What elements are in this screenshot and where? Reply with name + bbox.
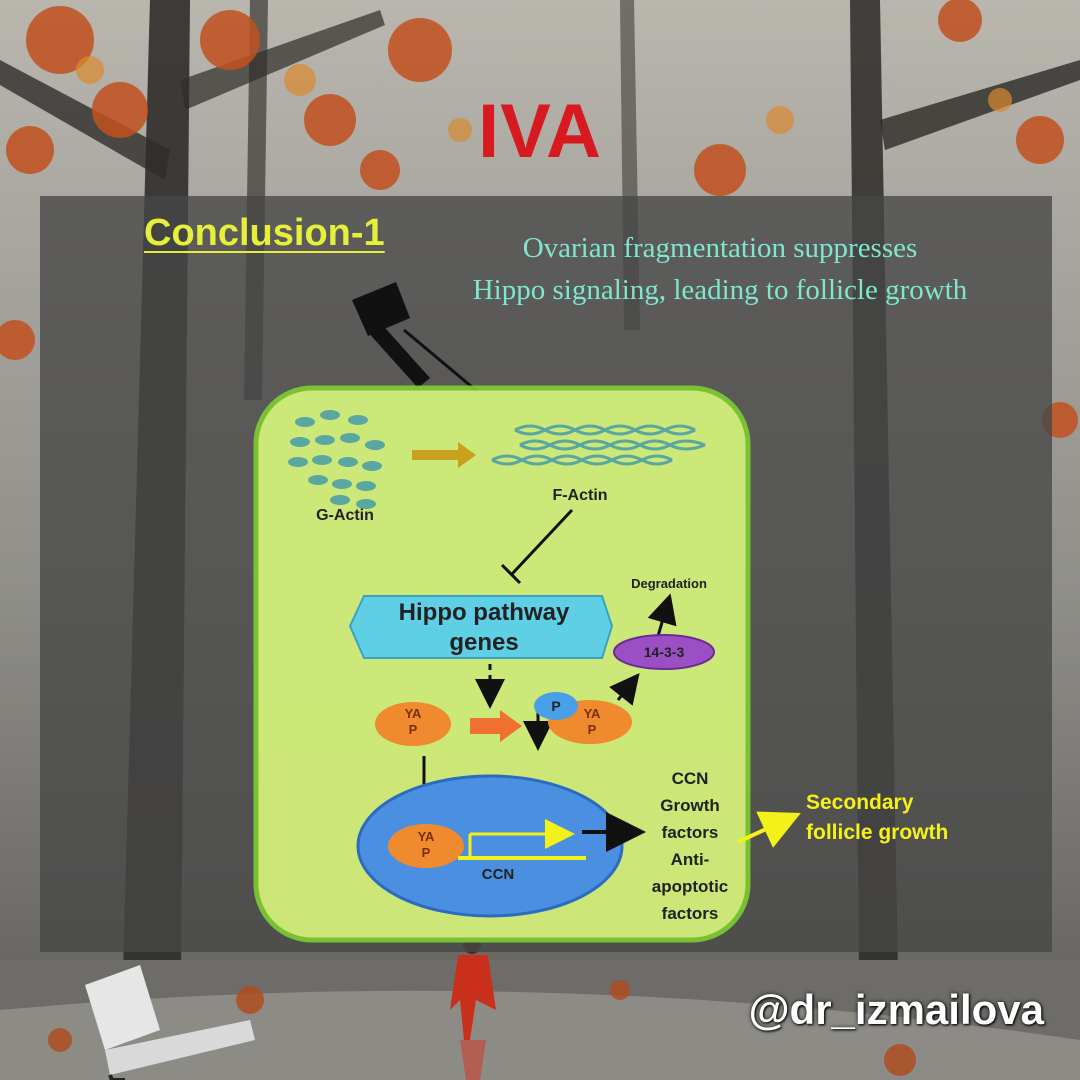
protein-14-3-3	[613, 634, 715, 670]
ccn-gene-label: CCN	[481, 866, 515, 883]
g-actin-monomers-icon	[288, 410, 385, 509]
phosphate-group	[534, 692, 578, 720]
yap-protein	[375, 702, 451, 746]
protein-14-3-3-label: 14-3-3	[643, 644, 685, 660]
slide-subtitle-line2: Hippo signaling, leading to follicle gro…	[472, 274, 968, 306]
degradation-label: Degradation	[631, 576, 707, 591]
slide-heading: Conclusion-1	[144, 212, 385, 254]
phosphate-label: P	[551, 698, 561, 714]
inhibition-arrow	[500, 508, 574, 585]
g-actin-label: G-Actin	[316, 507, 374, 524]
ccn-gene	[458, 819, 586, 860]
slide-subtitle-line1: Ovarian fragmentation suppresses	[522, 232, 918, 264]
ovarian-cutting-icon	[352, 282, 479, 394]
degradation-arrow	[647, 593, 677, 637]
f-actin-label: F-Actin	[552, 487, 608, 504]
follicle-growth-arrow	[737, 811, 801, 848]
binding-arrow	[609, 672, 640, 706]
author-handle: @dr_izmailova	[748, 986, 1044, 1033]
polymerization-arrow	[412, 442, 476, 468]
transcription-outputs-label: CCN Growth factors Anti- apoptotic facto…	[651, 769, 729, 923]
yap-nuclear	[388, 824, 464, 868]
cell-panel	[253, 385, 751, 943]
hippo-pathway-hexagon	[348, 595, 614, 659]
f-actin-filaments-icon	[491, 424, 706, 466]
page-title: IVA	[477, 89, 603, 174]
yap-phosphorylation-arrow	[470, 710, 522, 742]
